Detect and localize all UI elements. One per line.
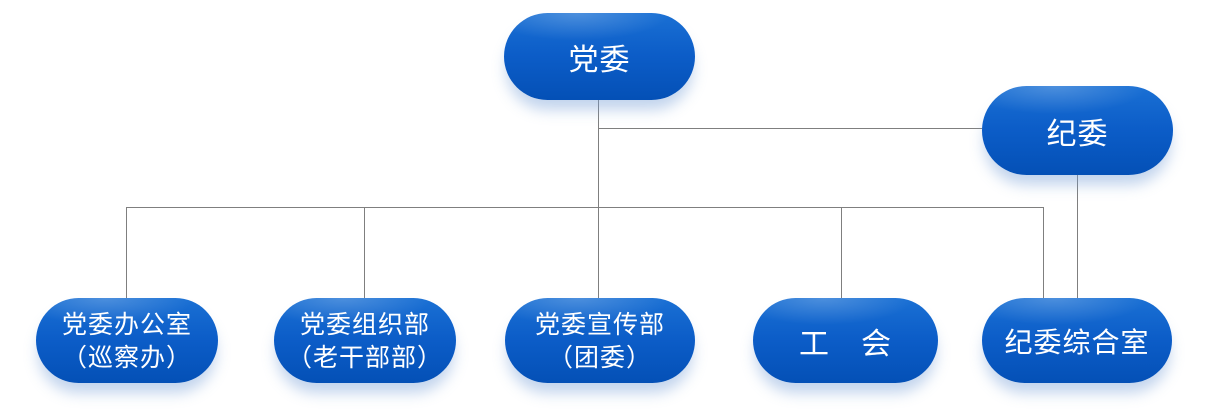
node-label-line1: 党委宣传部 [534, 309, 665, 339]
node-discipline-general-office: 纪委综合室 [982, 298, 1172, 383]
node-party-committee: 党委 [504, 13, 695, 100]
connector-drop-party-office [126, 207, 127, 298]
node-party-propaganda-dept: 党委宣传部 （团委） [505, 298, 695, 383]
node-label: 纪委 [1046, 116, 1109, 152]
node-party-organization-dept: 党委组织部 （老干部部） [274, 298, 456, 383]
connector-drop-discipline-office [1043, 207, 1044, 298]
node-label-line2: （老干部部） [286, 342, 443, 372]
node-party-committee-office: 党委办公室 （巡察办） [36, 298, 218, 383]
node-labor-union: 工 会 [753, 298, 938, 383]
node-label-line2: （巡察办） [61, 342, 192, 372]
connector-drop-organization-dept [364, 207, 365, 298]
node-label: 纪委综合室 [1004, 325, 1150, 359]
node-label: 党委 [568, 42, 631, 78]
connector-party-committee-down [598, 100, 599, 298]
connector-party-to-discipline [598, 128, 982, 129]
connector-main-rail [126, 207, 1043, 208]
node-label-line2: （团委） [547, 342, 652, 372]
node-label-line1: 党委组织部 [299, 309, 430, 339]
node-label: 工 会 [799, 326, 892, 362]
node-label-line1: 党委办公室 [61, 309, 192, 339]
connector-drop-labor-union [841, 207, 842, 298]
node-discipline-committee: 纪委 [982, 86, 1173, 175]
connector-discipline-committee-down [1077, 175, 1078, 298]
